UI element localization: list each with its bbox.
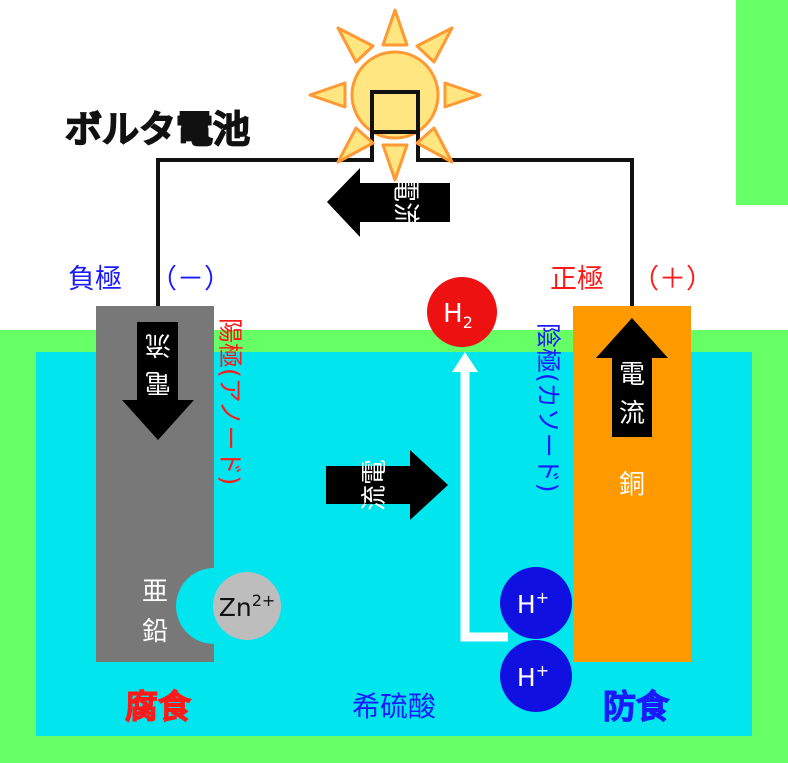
positive-label: 正極 xyxy=(550,264,604,295)
zinc-ion-notch xyxy=(176,568,214,644)
negative-flow-text-2: 電 xyxy=(145,367,171,397)
proton-label: H+ xyxy=(517,588,549,619)
side-panel xyxy=(736,0,788,205)
zinc-ion xyxy=(213,572,281,640)
sun-icon xyxy=(308,8,482,182)
electrolyte-label: 希硫酸 xyxy=(352,690,436,723)
anode-label: 陽極(アノード) xyxy=(216,318,245,485)
positive-sign: （＋） xyxy=(632,264,713,295)
title: ボルタ電池 xyxy=(65,108,250,151)
negative-label: 負極 xyxy=(68,264,122,295)
positive-current-text-1: 電 xyxy=(619,360,645,390)
positive-current-text-2: 流 xyxy=(619,399,645,429)
proton-ion xyxy=(500,567,572,639)
h2-molecule xyxy=(427,277,497,347)
zinc-ion-label: Zn2+ xyxy=(219,591,276,622)
protection-label: 防食 xyxy=(603,687,670,726)
negative-flow-text-1: 流 xyxy=(145,329,171,359)
zinc-label-2: 鉛 xyxy=(142,617,168,647)
top-current-arrow xyxy=(327,168,450,237)
negative-flow-arrow xyxy=(122,322,194,440)
middle-flow-text: 流電 xyxy=(360,459,390,511)
middle-flow-arrow xyxy=(326,450,448,520)
hydrogen-path-arrowhead xyxy=(452,352,478,372)
top-current-label: 電流 xyxy=(390,175,421,229)
h2-label: H2 xyxy=(443,299,473,332)
proton-label: H+ xyxy=(517,661,549,692)
positive-current-arrow xyxy=(596,318,668,437)
corrosion-label: 腐食 xyxy=(125,687,192,726)
hydrogen-path xyxy=(460,366,508,642)
zinc-label-1: 亜 xyxy=(142,577,168,607)
copper-label: 銅 xyxy=(619,470,645,500)
negative-sign: （－） xyxy=(150,264,231,295)
proton-ion xyxy=(500,640,572,712)
cathode-label: 陰極(カソード) xyxy=(534,323,563,493)
